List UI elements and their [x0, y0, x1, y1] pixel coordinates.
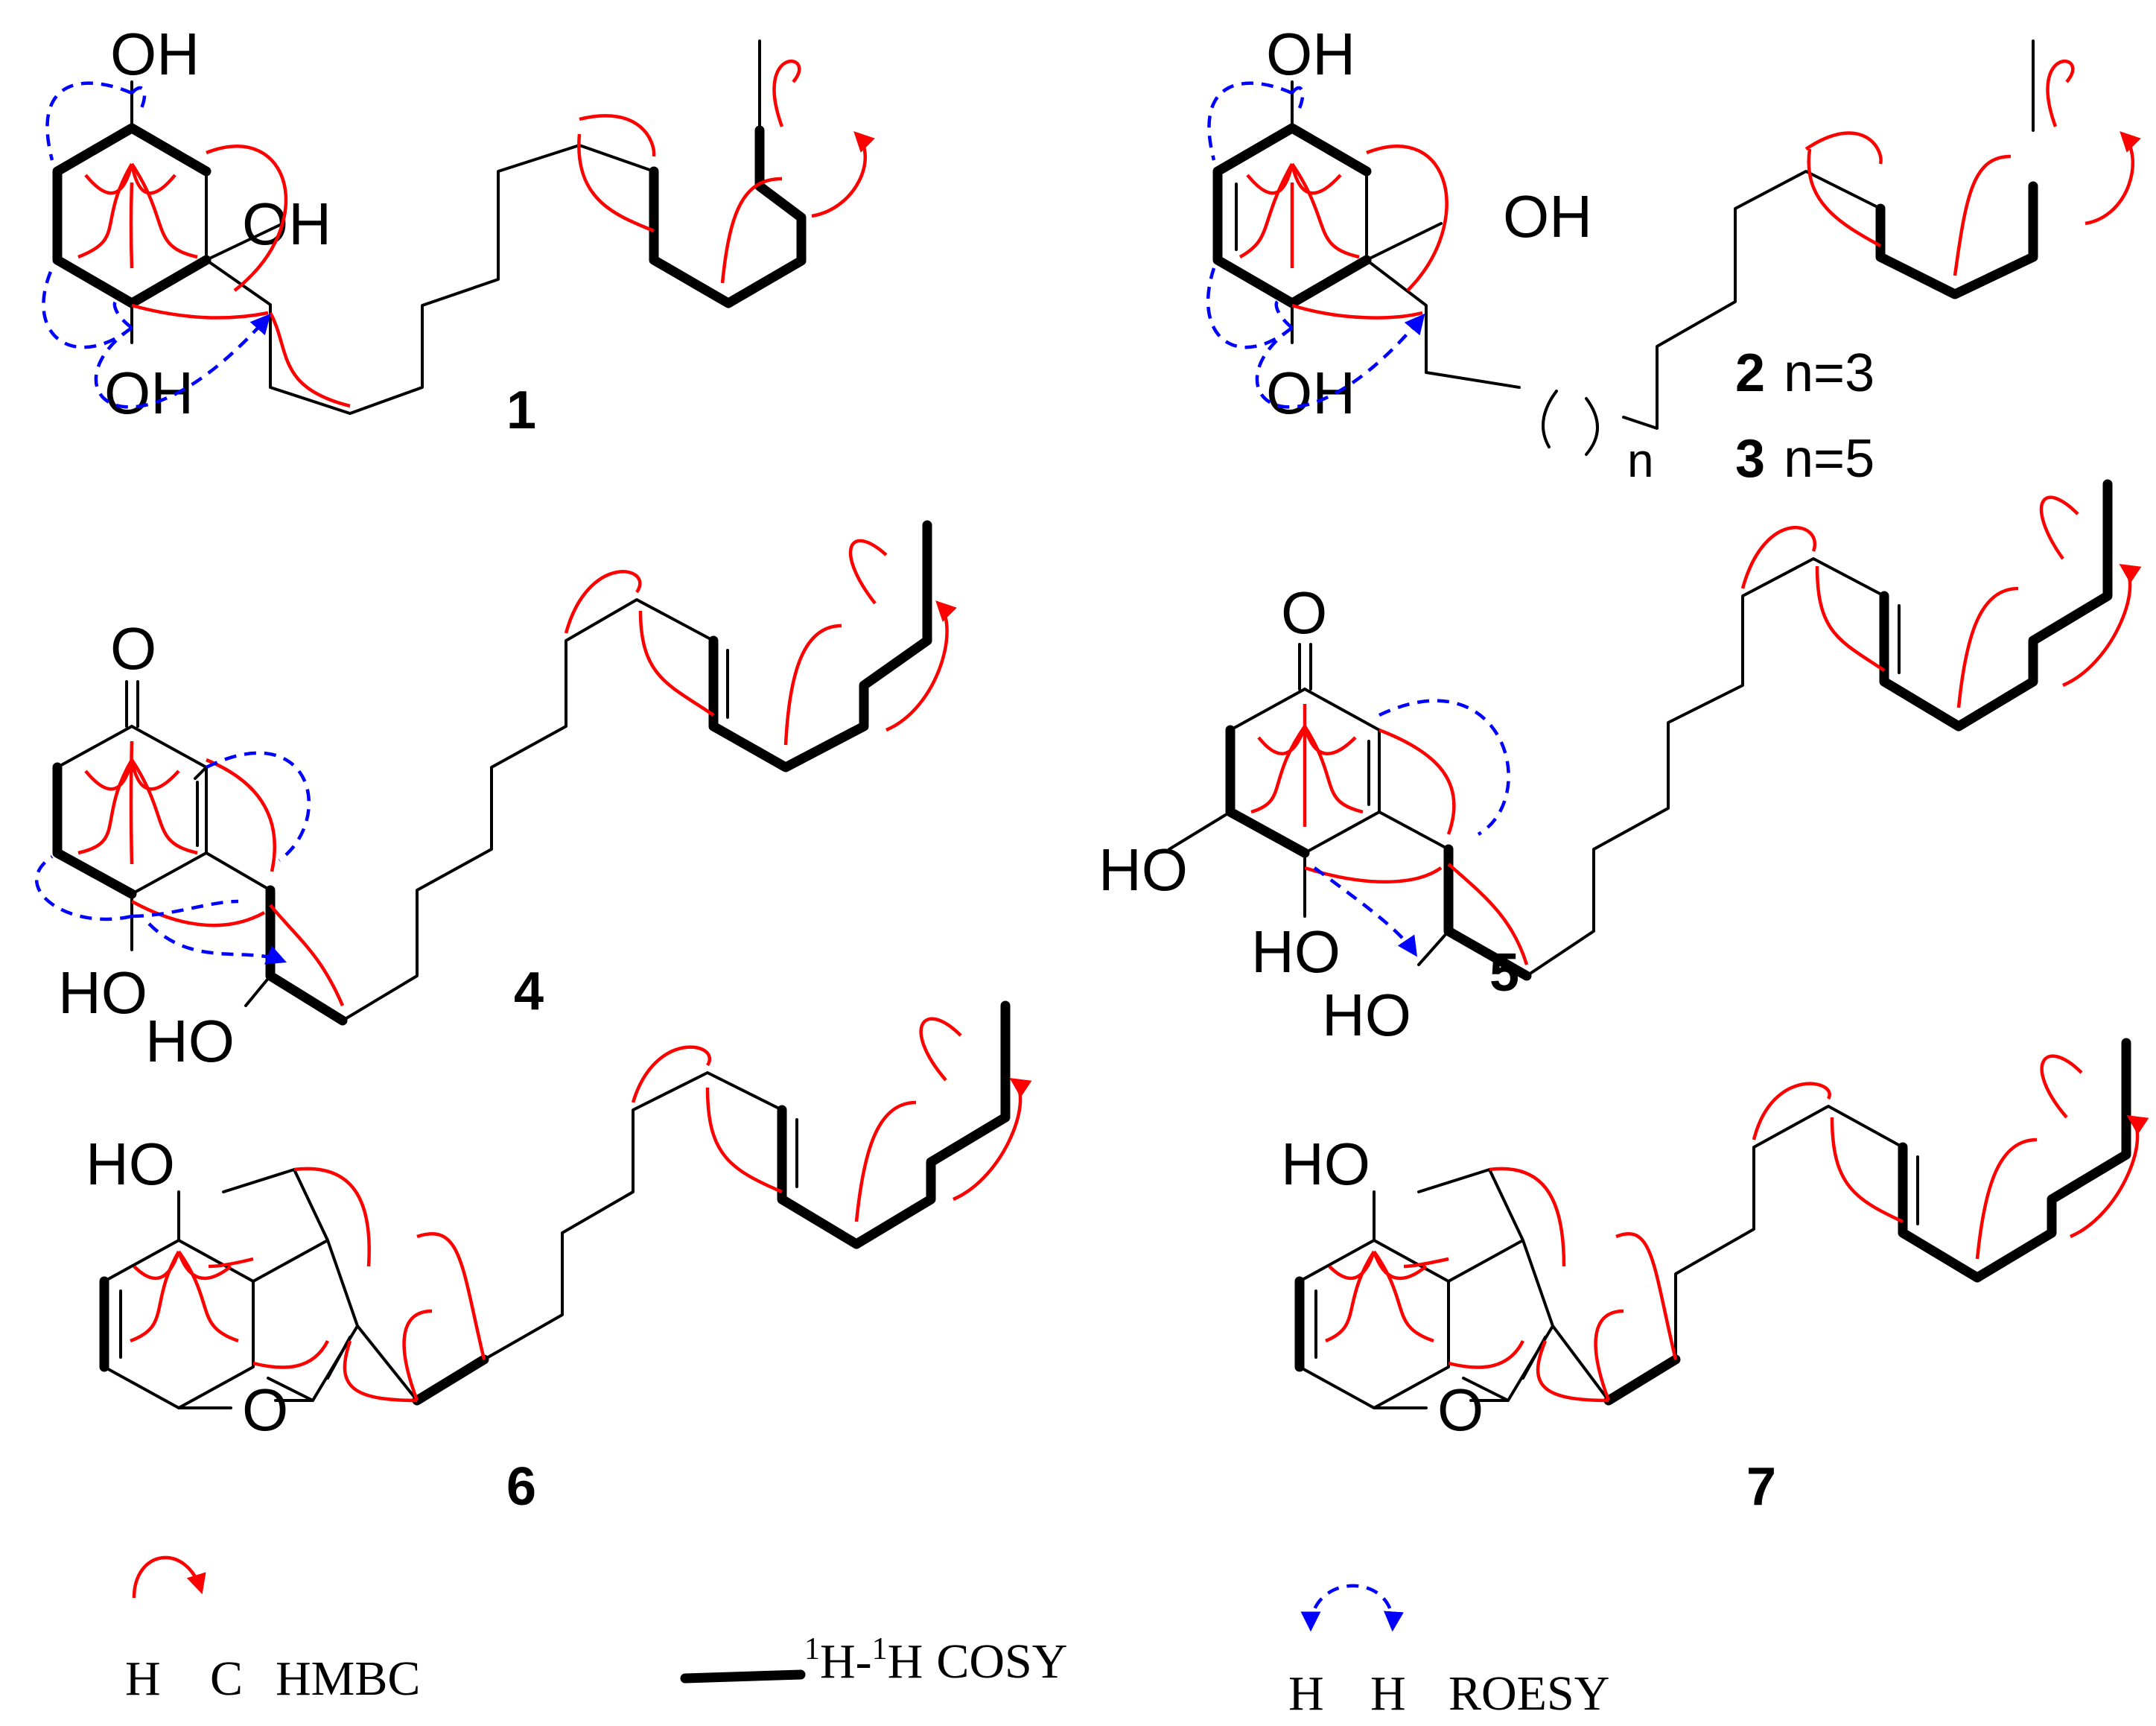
compound-4-label: 4: [514, 962, 544, 1021]
compound-5-label: 5: [1489, 943, 1519, 1003]
c2-ring-bonds: [1291, 39, 2035, 430]
compound-4-structure: O HO HO 4: [34, 520, 947, 1074]
c2-n-subscript: n: [1627, 434, 1654, 487]
compound-7-structure: HO O 7: [1281, 1038, 2137, 1517]
c1-roesy-arrows: [42, 81, 268, 409]
c7-ring-bonds: [1298, 1105, 1904, 1409]
c4-hmbc-arrows: [77, 539, 947, 1006]
legend-roesy-arrow: [1300, 1584, 1404, 1632]
compound-3-formula: n=5: [1784, 429, 1874, 489]
c7-double-bond-inner: [1314, 1155, 1919, 1359]
c5-ring-bonds: [1168, 557, 1886, 977]
legend-hmbc-arrow: [132, 1555, 206, 1599]
c7-cosy-bonds: [1294, 1038, 2131, 1406]
legend-hmbc-label: HMBC: [276, 1652, 420, 1706]
c6-ho: HO: [86, 1131, 175, 1197]
compound-3-label: 3: [1735, 429, 1765, 489]
c1-oh-top: OH: [110, 21, 200, 87]
c5-hmbc-arrows: [1250, 495, 2130, 965]
c2-roesy-arrows: [1206, 81, 1422, 409]
c4-ho-chain: HO: [145, 1008, 235, 1074]
compound-1-structure: OH OH OH 1: [42, 21, 865, 440]
c6-hmbc-arrows: [130, 1017, 1020, 1403]
c5-ho-chain: HO: [1322, 982, 1411, 1048]
c4-ho-ring: HO: [58, 959, 147, 1026]
c2-oh-bottom: OH: [1266, 360, 1355, 426]
c2-oh-mid: OH: [1503, 183, 1592, 250]
c4-ring-bonds: [56, 598, 715, 1022]
c5-roesy-arrows: [1313, 699, 1510, 954]
c5-ho-ring2: HO: [1251, 918, 1341, 985]
legend-roesy-h1: H: [1288, 1666, 1324, 1721]
c6-double-bond-inner: [119, 1118, 798, 1359]
c5-cosy-bonds: [1225, 479, 2113, 981]
compound-2-formula: n=3: [1784, 343, 1874, 403]
compound-7-label: 7: [1746, 1457, 1776, 1517]
compound-1-label: 1: [506, 381, 536, 440]
legend-hmbc-h: H: [125, 1652, 161, 1706]
c4-roesy-arrows: [34, 751, 311, 961]
legend-roesy-h2: H: [1370, 1666, 1406, 1721]
c7-o-ring: O: [1437, 1377, 1484, 1443]
c6-o-ring: O: [242, 1377, 288, 1443]
legend-hmbc-c: C: [210, 1652, 243, 1706]
c1-ring-bonds: [130, 39, 761, 415]
c6-ring-bonds: [103, 1071, 783, 1409]
compound-2-3-structure: OH OH OH n 2 n=3 3 n=5: [1206, 21, 2133, 489]
c2-oh-top: OH: [1266, 21, 1355, 87]
legend-roesy-label: ROESY: [1449, 1666, 1609, 1721]
c1-hmbc-arrows: [77, 59, 865, 408]
compound-6-label: 6: [506, 1457, 536, 1517]
compound-5-structure: O HO HO HO 5: [1098, 479, 2130, 1048]
c1-cosy-bonds: [52, 123, 807, 308]
compound-2-label: 2: [1735, 343, 1765, 403]
c2-repeat-brackets: [1542, 390, 1599, 456]
c2-cosy-bonds: [1212, 123, 2038, 308]
legend-cosy-line: [680, 1669, 806, 1684]
c5-o-top: O: [1281, 580, 1327, 646]
c4-o-top: O: [110, 615, 156, 682]
c6-cosy-bonds: [99, 1000, 1011, 1406]
c7-ho: HO: [1281, 1131, 1370, 1197]
compound-6-structure: HO O 6: [86, 1000, 1020, 1517]
c2-hmbc-arrows: [1238, 59, 2133, 320]
c7-hmbc-arrows: [1325, 1054, 2137, 1403]
